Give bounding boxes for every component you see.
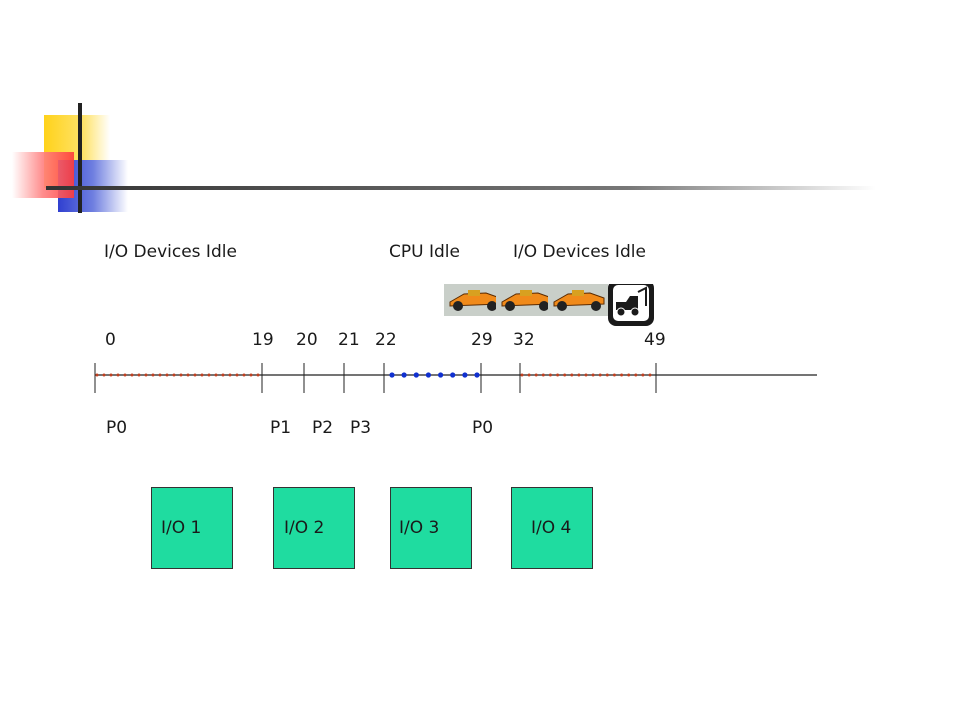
timeline-dot	[401, 372, 407, 378]
process-label: P1	[270, 418, 292, 438]
timeline-dot	[151, 373, 155, 377]
timeline-dot	[193, 373, 197, 377]
timeline-dot	[570, 373, 574, 377]
timeline-dot	[235, 373, 239, 377]
io-box-label: I/O 3	[399, 518, 440, 538]
timeline-dot	[627, 373, 631, 377]
timeline-dot	[109, 373, 113, 377]
cpu-idle-label: CPU Idle	[389, 242, 460, 262]
cars-group	[444, 284, 664, 330]
timeline-dot	[102, 373, 106, 377]
timeline-dot	[158, 373, 162, 377]
timeline-dot	[242, 373, 246, 377]
race-car-icon	[548, 284, 608, 316]
tick-label: 0	[105, 330, 116, 350]
io-devices-idle-label-1: I/O Devices Idle	[104, 242, 237, 262]
io-box-1: I/O 1	[151, 487, 233, 569]
timeline-dot	[130, 373, 134, 377]
tick-label: 20	[296, 330, 318, 350]
timeline-dot	[634, 373, 638, 377]
race-car-icon	[444, 284, 504, 316]
timeline-dot	[95, 373, 99, 377]
timeline-dot	[438, 372, 444, 378]
timeline-dot	[641, 373, 645, 377]
process-label: P0	[106, 418, 128, 438]
io-box-label: I/O 1	[161, 518, 202, 538]
timeline-dot	[214, 373, 218, 377]
title-decoration-svg	[12, 103, 876, 213]
horizontal-bar	[46, 186, 876, 190]
timeline-svg	[94, 363, 817, 393]
io-idle-dots-1	[95, 373, 260, 377]
timeline-dot	[186, 373, 190, 377]
timeline-dot	[144, 373, 148, 377]
timeline-dot	[228, 373, 232, 377]
timeline-dot	[207, 373, 211, 377]
timeline-dot	[249, 373, 253, 377]
timeline-dot	[577, 373, 581, 377]
io-box-2: I/O 2	[273, 487, 355, 569]
timeline-dot	[137, 373, 141, 377]
timeline-dot	[541, 373, 545, 377]
timeline-dot	[256, 373, 260, 377]
io-box-label: I/O 2	[284, 518, 325, 538]
tick-label: 19	[252, 330, 274, 350]
timeline-dot	[598, 373, 602, 377]
io-box-4: I/O 4	[511, 487, 593, 569]
tick-label: 29	[471, 330, 493, 350]
tick-label: 22	[375, 330, 397, 350]
timeline-dot	[591, 373, 595, 377]
io-idle-dots-2	[520, 373, 652, 377]
race-car-icon	[496, 284, 556, 316]
timeline-dot	[179, 373, 183, 377]
vertical-bar	[78, 103, 82, 213]
timeline-dot	[165, 373, 169, 377]
timeline-dot	[605, 373, 609, 377]
timeline-dot	[648, 373, 652, 377]
red-square	[12, 152, 74, 198]
cars-svg	[444, 284, 654, 326]
tick-label: 32	[513, 330, 535, 350]
io-box-label: I/O 4	[531, 518, 572, 538]
timeline-dot	[389, 372, 395, 378]
cpu-idle-dots	[389, 372, 480, 378]
timeline-dot	[556, 373, 560, 377]
timeline-dot	[620, 373, 624, 377]
timeline-dot	[462, 372, 468, 378]
timeline-dot	[413, 372, 419, 378]
title-decoration	[0, 0, 960, 230]
process-label: P2	[312, 418, 334, 438]
timeline-dot	[520, 373, 524, 377]
io-devices-idle-label-2: I/O Devices Idle	[513, 242, 646, 262]
tick-label: 21	[338, 330, 360, 350]
timeline-dot	[116, 373, 120, 377]
timeline-dot	[200, 373, 204, 377]
process-label: P0	[472, 418, 494, 438]
timeline-dot	[221, 373, 225, 377]
timeline-dot	[534, 373, 538, 377]
timeline-dot	[612, 373, 616, 377]
timeline-dot	[548, 373, 552, 377]
tow-truck-icon	[608, 284, 654, 326]
timeline-dot	[527, 373, 531, 377]
timeline-dot	[123, 373, 127, 377]
timeline-dot	[450, 372, 456, 378]
timeline	[0, 355, 960, 400]
timeline-dot	[172, 373, 176, 377]
process-label: P3	[350, 418, 372, 438]
timeline-dot	[474, 372, 480, 378]
tick-label: 49	[644, 330, 666, 350]
timeline-dot	[584, 373, 588, 377]
timeline-dot	[425, 372, 431, 378]
io-box-3: I/O 3	[390, 487, 472, 569]
timeline-dot	[563, 373, 567, 377]
